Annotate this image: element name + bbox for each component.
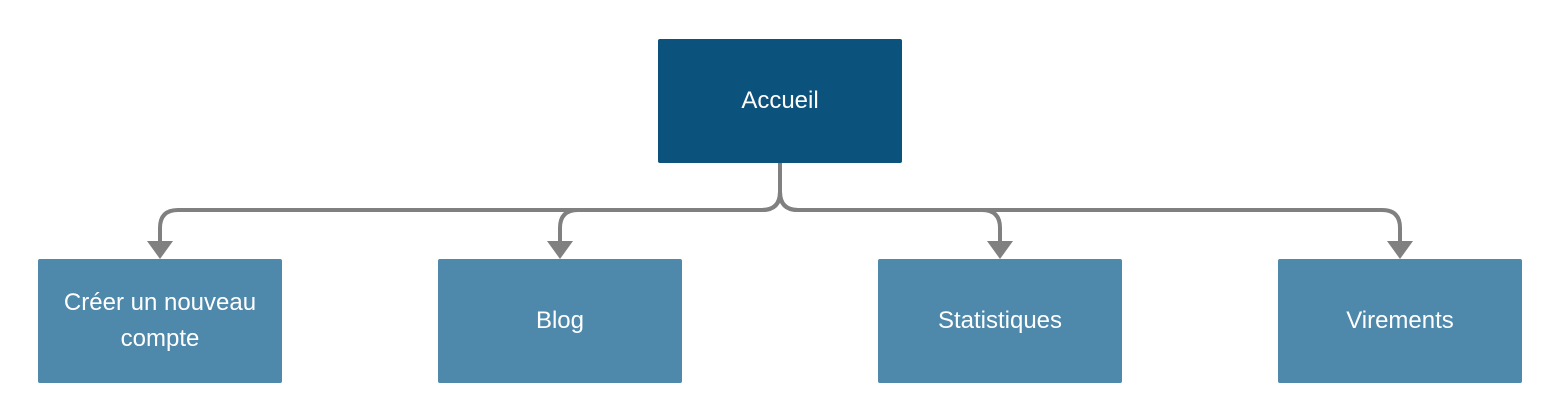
arrowhead-virements	[1387, 241, 1413, 259]
connector-to-statistiques	[778, 158, 1002, 246]
connector-to-creer-compte	[158, 158, 782, 246]
root-node-label: Accueil	[741, 87, 819, 114]
child-node-label: Virements	[1346, 307, 1454, 334]
connector-to-blog	[558, 158, 782, 246]
child-node-blog[interactable]: Blog	[438, 259, 682, 383]
child-node-virements[interactable]: Virements	[1278, 259, 1522, 383]
connector-to-virements	[778, 158, 1402, 246]
child-node-statistiques[interactable]: Statistiques	[878, 259, 1122, 383]
arrowhead-creer-compte	[147, 241, 173, 259]
arrowhead-statistiques	[987, 241, 1013, 259]
child-node-label: Statistiques	[937, 307, 1063, 334]
root-node-accueil[interactable]: Accueil	[658, 39, 902, 163]
child-node-label: Blog	[535, 307, 585, 334]
arrowhead-blog	[547, 241, 573, 259]
child-node-label: Créer un nouveau compte	[63, 289, 257, 352]
child-node-creer-compte[interactable]: Créer un nouveau compte	[38, 259, 282, 383]
